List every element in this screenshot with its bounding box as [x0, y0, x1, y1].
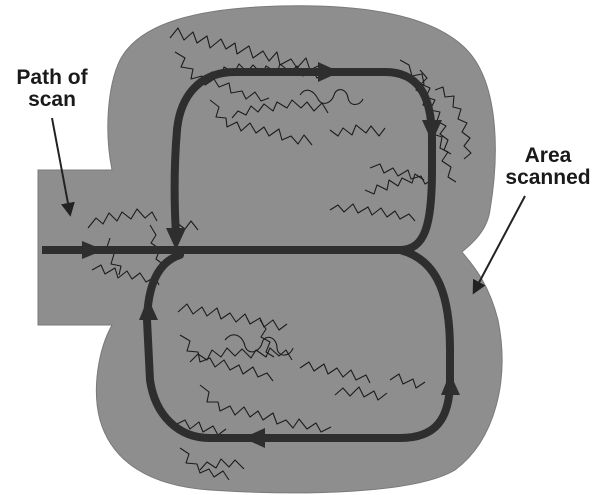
path-of-scan-label-line1: Path of [2, 67, 102, 89]
path-of-scan-label-line2: scan [2, 89, 102, 111]
area-scanned-label-line2: scanned [494, 167, 602, 189]
area-scanned-label: Area scanned [494, 145, 602, 189]
area-scanned-label-line1: Area [494, 145, 602, 167]
path-of-scan-label: Path of scan [2, 67, 102, 111]
